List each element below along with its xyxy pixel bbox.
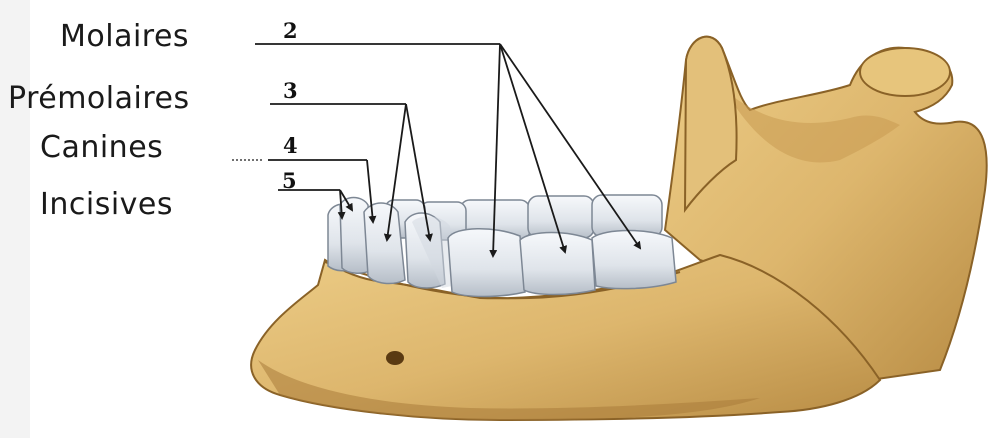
number-incisives: 5 xyxy=(282,170,297,191)
number-canines: 4 xyxy=(283,135,298,156)
molar-tooth xyxy=(520,233,595,295)
canine-tooth xyxy=(364,203,405,283)
condyle xyxy=(860,48,950,96)
label-molaires: Molaires xyxy=(60,22,189,52)
number-molaires: 2 xyxy=(283,20,298,41)
number-premolaires: 3 xyxy=(283,80,298,101)
molar-tooth xyxy=(448,229,525,297)
label-premolaires: Prémolaires xyxy=(8,84,190,114)
label-canines: Canines xyxy=(40,133,163,163)
mental-foramen xyxy=(386,351,404,365)
label-incisives: Incisives xyxy=(40,190,173,220)
page-margin xyxy=(0,0,30,438)
